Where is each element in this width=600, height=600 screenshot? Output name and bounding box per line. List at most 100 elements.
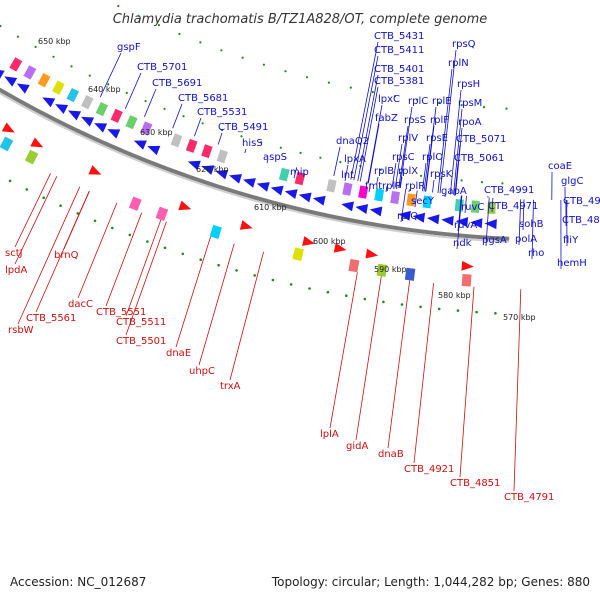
forward-label-leader [399,106,413,189]
tick-mark [76,212,80,215]
tick-mark [416,98,419,101]
reverse-gene-arrow [461,260,474,271]
forward-gene-arrow [215,169,229,180]
forward-gene-label: ruvC [461,202,484,213]
tick-mark [107,83,110,86]
forward-gene-arrow [284,189,298,200]
forward-gene-label: rho [528,248,544,259]
forward-label-leader [194,117,202,137]
forward-gene-label: hemH [557,258,587,269]
forward-gene-label: CTB_5681 [178,93,228,104]
forward-label-leader [333,146,341,177]
reverse-gene-label: gidA [346,441,368,452]
tick-mark [70,65,73,68]
forward-gene-arrow [133,140,147,150]
forward-gene-label: rpsS [404,115,426,126]
label-leaders [14,41,568,492]
forward-gene-label: polA [515,234,537,245]
forward-gene-arrow [242,178,256,188]
reverse-gene-block [292,247,304,262]
reverse-label-leader [125,219,162,317]
kbp-label: 590 kbp [374,265,407,274]
forward-gene-label: rpsE [426,133,448,144]
tick-mark [456,309,460,312]
tick-mark [299,151,302,154]
forward-label-leader [391,162,397,187]
forward-gene-label: CTB_4991 [484,185,534,196]
map-title: Chlamydia trachomatis B/TZ1A828/OT, comp… [113,12,488,27]
reverse-label-leader [513,289,522,492]
forward-label-leader [367,104,383,183]
tick-mark [419,305,422,309]
kbp-label: 570 kbp [503,313,536,322]
tick-mark [349,86,352,89]
tick-mark [480,181,484,184]
forward-gene-block [470,200,480,213]
forward-gene-label: CTB_5061 [454,153,504,164]
tick-mark [460,179,463,182]
forward-gene-block [125,115,138,130]
tick-mark [181,252,185,256]
forward-gene-block [185,138,198,153]
forward-gene-block [52,80,65,95]
forward-label-leader [357,74,379,181]
tick-mark [437,307,441,311]
forward-label-leader [217,132,223,145]
tick-mark [438,101,441,104]
forward-label-leader [449,89,462,195]
tick-mark [482,106,486,109]
tick-mark [221,128,224,132]
forward-gene-label: CTB_5401 [374,64,424,75]
forward-gene-arrow [312,195,326,206]
forward-gene-label: lnt [341,170,354,181]
forward-label-leader [293,167,298,179]
forward-gene-label: rpsH [457,79,480,90]
forward-label-leader [144,88,157,117]
forward-label-leader [368,183,371,193]
forward-gene-label: sohB [519,219,544,230]
forward-gene-label: CTB_5411 [374,45,424,56]
forward-label-leader [353,55,379,181]
forward-gene-arrow [94,123,108,133]
reverse-label-leader [413,283,434,464]
forward-gene-label: rplO [422,152,443,163]
forward-gene-arrow [42,97,56,108]
reverse-gene-block [0,136,14,152]
forward-gene-label: rpsQ [452,39,476,50]
tick-mark [327,81,330,84]
tick-mark [371,91,374,94]
forward-gene-label: gspF [117,42,141,53]
forward-gene-arrow [187,160,201,171]
tick-mark [25,188,29,191]
tick-mark [308,287,311,290]
forward-gene-label: CTB_4891 [562,215,600,226]
reverse-label-leader [329,272,358,429]
reverse-gene-label: CTB_4851 [450,478,500,489]
reverse-gene-arrow [239,220,253,230]
forward-gene-arrow [355,204,369,214]
forward-gene-block [140,121,153,136]
tick-mark [501,182,504,185]
reverse-gene-block [348,258,360,273]
tick-mark [460,104,463,107]
reverse-gene-arrow [178,200,192,211]
forward-gene-label: dnaQ2 [336,136,369,147]
forward-label-leader [453,108,463,195]
forward-label-leader [491,197,494,213]
tick-mark [345,294,348,298]
reverse-label-leader [175,236,211,348]
forward-gene-label: coaE [548,161,572,172]
reverse-gene-label: lplA [320,429,339,440]
forward-gene-label: rplX [398,166,418,177]
forward-gene-arrow [68,110,81,121]
reverse-label-leader [105,212,143,307]
reverse-gene-arrow [365,248,379,259]
forward-label-leader [266,159,269,164]
tick-mark [419,174,423,177]
forward-gene-block [487,201,496,215]
reverse-label-leader [14,173,51,248]
kbp-label: 620 kbp [196,165,229,174]
forward-gene-label: rplQ [397,211,418,222]
forward-gene-arrow [455,217,469,228]
